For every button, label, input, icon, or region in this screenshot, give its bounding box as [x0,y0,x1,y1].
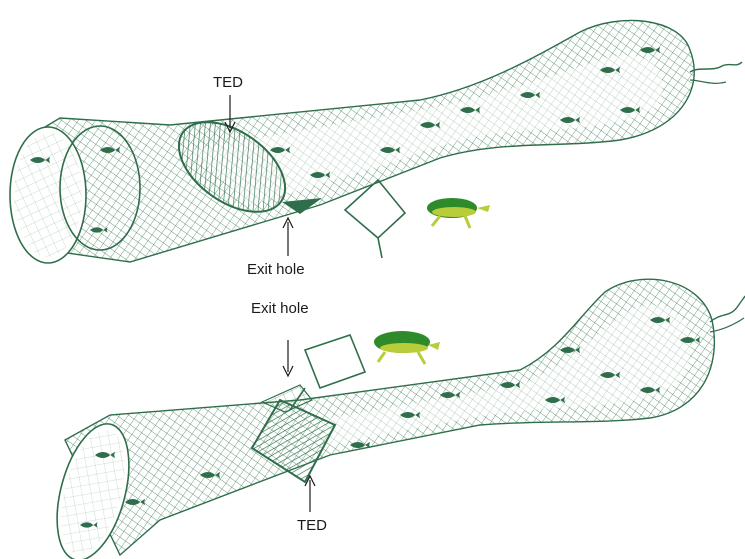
top-trawl-net [10,20,742,263]
top-codend-tie-2 [690,80,726,83]
turtle-icon [427,198,490,228]
top-codend-tie [690,62,742,72]
top-exit-hole-label: Exit hole [247,261,305,278]
top-ted-label: TED [213,74,243,91]
bottom-exit-hole-label: Exit hole [251,300,309,317]
bottom-trawl-net [44,279,745,559]
bottom-codend-tie-2 [710,318,744,332]
turtle-icon [374,331,440,364]
bottom-codend-tie [710,296,745,322]
bottom-ted-label: TED [297,517,327,534]
top-net-mouth-mesh [14,133,82,257]
